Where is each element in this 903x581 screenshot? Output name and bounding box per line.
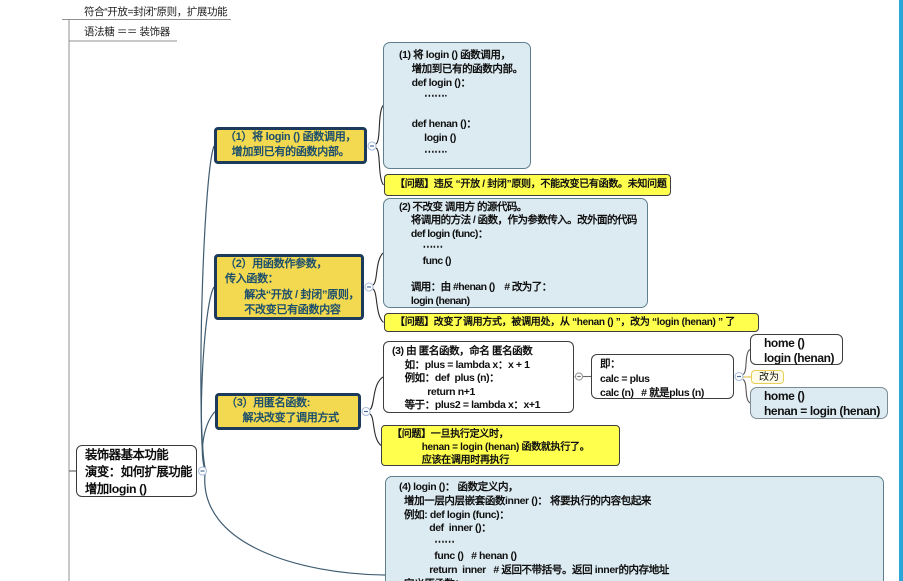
problem-text: 【问题】违反 “开放 / 封闭”原则，不能改变已有函数。未知问题 <box>395 179 667 190</box>
topic-line: 增加到已有的函数内部。 <box>231 146 350 159</box>
code-line: 如：plus = lambda x：x + 1 <box>392 358 530 371</box>
connector-topic3-problem3 <box>369 413 382 446</box>
topic-line: 解决改变了调用方式 <box>226 412 340 425</box>
root-topic[interactable]: 装饰器基本功能 演变：如何扩展功能 增加login () <box>76 445 197 497</box>
code-box-2[interactable]: (2) 不改变 调用方 的源代码。 将调用的方法 / 函数，作为参数传入。改外面… <box>383 198 648 308</box>
before-box[interactable]: home () login (henan) <box>750 334 843 365</box>
problem-box-3[interactable]: 【问题】一旦执行定义时， henan = login (henan) 函数就执行… <box>381 425 620 466</box>
code-line: def login ()： <box>399 76 471 89</box>
connector-middle3-rtop <box>742 349 751 375</box>
code-line: def henan ()： <box>399 117 477 130</box>
connector-topic1-blue1 <box>375 105 384 145</box>
code-line: def inner ()： <box>399 522 492 535</box>
calc-box[interactable]: 即： calc = plus calc (n) # 就是plus (n) <box>591 354 734 399</box>
middle3-collapse-icon[interactable] <box>734 371 744 382</box>
topic-1-call-inside[interactable]: （1）将 login () 函数调用， 增加到已有的函数内部。 <box>214 127 367 164</box>
code-line: func () <box>399 254 452 267</box>
lambda-box-3[interactable]: (3) 由 匿名函数，命名 匿名函数 如：plus = lambda x：x +… <box>383 341 574 413</box>
topic-line: （2）用函数作参数， <box>225 258 328 270</box>
connector-middle3-rbottom <box>742 379 751 404</box>
code-line: ⋯⋯ <box>399 241 443 254</box>
code-line: home () <box>764 336 805 350</box>
root-collapse-icon[interactable] <box>197 466 208 476</box>
middle3-connectors <box>742 349 751 404</box>
root-line: 装饰器基本功能 <box>85 448 169 462</box>
code-line: calc = plus <box>600 372 650 385</box>
topic-line: （3）用匿名函数: <box>226 397 311 409</box>
connector-topic1-problem1 <box>375 147 384 186</box>
code-line: 即： <box>600 358 621 370</box>
window-edge-line <box>899 0 903 581</box>
root-branch-connectors <box>200 145 386 576</box>
collapse-handles <box>197 141 744 476</box>
problem-text: henan = login (henan) 函数就执行了。 <box>392 442 590 453</box>
topic-line: 不改变已有函数内容 <box>225 303 341 316</box>
change-to-callout[interactable]: 改为 <box>751 370 784 384</box>
code-line: 等于：plus2 = lambda x：x+1 <box>392 399 541 412</box>
topic-3-anonymous-function[interactable]: （3）用匿名函数: 解决改变了调用方式 <box>215 393 361 430</box>
code-box-4[interactable]: (4) login ()： 函数定义内， 增加一层内层嵌套函数inner ()：… <box>385 476 884 581</box>
code-line: 定义原函数： <box>399 578 877 581</box>
code-line: henan = login (henan) <box>764 404 880 418</box>
code-line <box>399 104 524 118</box>
problem-text: 【问题】改变了调用方式，被调用处，从 “henan () ”，改为 “login… <box>395 317 735 328</box>
topic1-connectors <box>375 105 384 186</box>
topic-line: （1）将 login () 函数调用， <box>224 131 357 143</box>
outline-label-open-closed[interactable]: 符合“开放=封闭”原则，扩展功能 <box>84 6 228 18</box>
code-line: ⋯⋯ <box>399 536 455 549</box>
code-line: 例如: def login (func)： <box>399 508 510 521</box>
code-line: 调用：由 #henan () # 改为了： <box>399 281 552 294</box>
after-box[interactable]: home () henan = login (henan) <box>750 387 888 419</box>
connector-topic3-white3 <box>369 376 384 410</box>
topic-2-function-as-param[interactable]: （2）用函数作参数， 传入函数： 解决“开放 / 封闭”原则， 不改变已有函数内… <box>214 254 364 320</box>
topic-line: 解决“开放 / 封闭”原则， <box>225 288 360 301</box>
connector-root-topic1 <box>200 145 215 469</box>
code-line: calc (n) # 就是plus (n) <box>600 387 704 400</box>
code-box-1[interactable]: (1) 将 login () 函数调用， 增加到已有的函数内部。 def log… <box>383 42 531 169</box>
code-line: return n+1 <box>392 385 475 398</box>
problem-text: 【问题】一旦执行定义时， <box>392 429 509 440</box>
code-line: ⋯⋯· <box>399 145 448 158</box>
topic3-connectors <box>369 376 384 446</box>
code-line: login (henan) <box>764 350 835 365</box>
code-line: def login (func)： <box>399 227 489 240</box>
topic2-collapse-icon[interactable] <box>364 282 374 292</box>
root-line: 演变：如何扩展功能 <box>85 464 193 479</box>
code-line <box>399 268 641 281</box>
root-line: 增加login () <box>85 481 147 496</box>
code-line: (1) 将 login () 函数调用， <box>399 49 511 61</box>
code-line: 增加到已有的函数内部。 <box>399 62 524 75</box>
white3-collapse-icon[interactable] <box>574 372 584 381</box>
problem-text: 应该在调用时再执行 <box>392 455 510 466</box>
code-line: (2) 不改变 调用方 的源代码。 <box>399 201 527 213</box>
callout-text: 改为 <box>759 372 779 383</box>
connector-root-topic3 <box>201 411 216 471</box>
code-line: 增加一层内层嵌套函数inner ()： 将要执行的内容包起来 <box>399 494 652 507</box>
code-line: return inner # 返回不带括号。返回 inner的内存地址 <box>399 563 669 576</box>
code-line: home () <box>764 389 805 403</box>
code-line: login () <box>399 131 456 144</box>
connector-root-blue4 <box>204 473 386 576</box>
topic2-connectors <box>372 252 384 323</box>
problem-box-2[interactable]: 【问题】改变了调用方式，被调用处，从 “henan () ”，改为 “login… <box>384 313 759 332</box>
connector-topic2-blue2 <box>372 252 384 286</box>
code-line: 例如：def plus (n)： <box>392 372 500 385</box>
code-line: ⋯⋯· <box>399 90 448 103</box>
topic-line: 传入函数： <box>225 273 279 286</box>
topic3-collapse-icon[interactable] <box>361 406 371 417</box>
connector-topic2-problem2 <box>372 288 384 323</box>
code-line: func () # henan () <box>399 549 517 562</box>
code-line: (4) login ()： 函数定义内， <box>399 481 519 493</box>
topic1-collapse-icon[interactable] <box>367 141 377 151</box>
outline-label-syntax-sugar[interactable]: 语法糖 ＝＝ 装饰器 <box>84 26 170 38</box>
code-line: login (henan) <box>399 294 470 307</box>
code-line: 将调用的方法 / 函数，作为参数传入。改外面的代码 <box>399 214 638 227</box>
problem-box-1[interactable]: 【问题】违反 “开放 / 封闭”原则，不能改变已有函数。未知问题 <box>384 174 671 196</box>
code-line: (3) 由 匿名函数，命名 匿名函数 <box>392 345 533 357</box>
